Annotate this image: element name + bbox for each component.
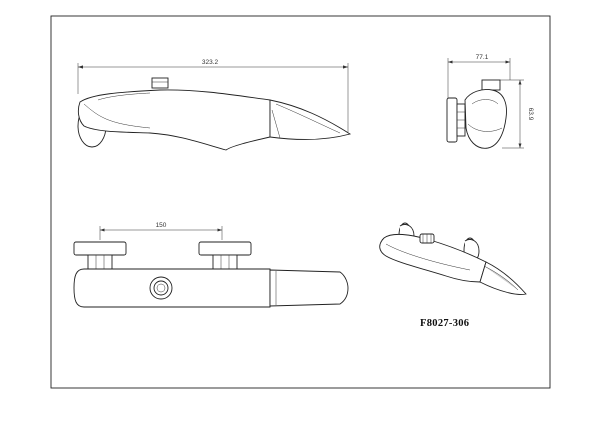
end-wall-plate bbox=[446, 97, 458, 143]
side-body bbox=[77, 89, 271, 151]
side-body-contour bbox=[83, 103, 151, 129]
end-height-label: 63.9 bbox=[527, 108, 534, 121]
side-body-top-contour bbox=[97, 92, 151, 101]
side-spout bbox=[269, 99, 352, 140]
model-code: F8027-306 bbox=[420, 318, 469, 329]
front-left-escutcheon bbox=[73, 241, 127, 256]
side-length-label: 323.2 bbox=[202, 59, 219, 66]
front-spacing-label: 150 bbox=[156, 222, 167, 229]
end-top-fitting bbox=[481, 79, 501, 91]
front-right-escutcheon bbox=[198, 241, 252, 256]
isometric-view bbox=[379, 222, 527, 295]
front-right-nut bbox=[212, 254, 238, 270]
front-outlet-middle bbox=[153, 280, 169, 296]
front-left-nut bbox=[87, 254, 113, 270]
iso-spout-contour bbox=[483, 265, 519, 291]
front-spout bbox=[269, 269, 349, 307]
front-outlet-inner bbox=[156, 283, 166, 293]
end-body bbox=[464, 89, 507, 149]
side-view: 323.2 bbox=[77, 59, 352, 151]
end-width-label: 77.1 bbox=[476, 54, 489, 61]
end-body-contour bbox=[471, 99, 499, 105]
end-view: 77.1 63.9 bbox=[446, 54, 534, 149]
sheet-frame bbox=[50, 15, 551, 389]
iso-spout-shade bbox=[484, 266, 518, 290]
end-body-contour-lower bbox=[467, 123, 503, 132]
iso-body-contour bbox=[385, 243, 471, 271]
side-spout-contour bbox=[275, 103, 341, 134]
front-view: 150 bbox=[73, 222, 349, 308]
side-spout-joint bbox=[271, 109, 281, 139]
side-top-fitting bbox=[151, 77, 169, 89]
